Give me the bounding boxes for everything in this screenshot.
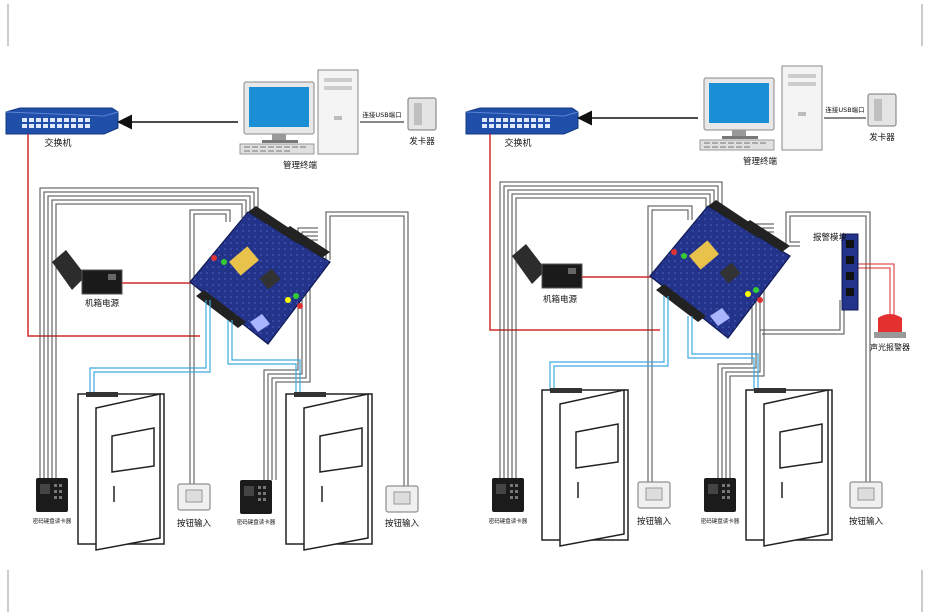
left-terminal-label: 管理终端 [283,160,318,171]
right-reader-1-label: 密码键盘读卡器 [489,517,528,525]
left-reader-2 [240,480,272,514]
right-card-issuer [867,93,897,127]
left-card-issuer [407,97,437,131]
right-button-1-label: 按钮输入 [637,516,672,527]
right-terminal-label: 管理终端 [743,156,778,167]
right-exit-button-2 [849,481,883,509]
frame-marks [7,4,923,612]
right-card-issuer-label: 发卡器 [869,132,895,143]
right-usb-label: 连接USB端口 [825,105,864,114]
left-power-supply [52,250,123,295]
right-signal-wires [499,181,871,484]
left-exit-button-1 [177,483,211,511]
left-reader-1-label: 密码键盘读卡器 [33,517,72,525]
right-siren [874,314,906,338]
left-door-1 [77,392,165,551]
left-panel: 交换机 管理终端 连接USB端口 发卡器 [5,69,437,551]
right-door-wires [549,296,759,390]
right-door-2 [745,388,833,547]
left-network-switch [5,107,119,135]
right-reader-2-label: 密码键盘读卡器 [701,517,740,525]
left-card-issuer-label: 发卡器 [409,136,435,147]
left-door-2 [285,392,373,551]
left-controller-board [189,206,331,345]
right-network-switch [465,107,579,135]
left-button-2-label: 按钮输入 [385,518,420,529]
right-power-supply [512,244,583,289]
right-siren-label: 声光报警器 [870,342,910,352]
left-reader-1 [36,478,68,512]
right-power-label: 机箱电源 [543,294,578,305]
left-switch-label: 交换机 [44,137,71,149]
left-usb-label: 连接USB端口 [362,110,401,119]
right-exit-button-1 [637,481,671,509]
right-switch-label: 交换机 [504,137,531,149]
left-exit-button-2 [385,485,419,513]
right-controller-board [649,200,791,339]
right-reader-2 [704,478,736,512]
left-network-cable [27,134,200,337]
left-reader-2-label: 密码键盘读卡器 [237,518,276,526]
right-management-terminal [699,65,823,151]
right-alarm-module [841,233,859,311]
right-door-1 [541,388,629,547]
left-power-label: 机箱电源 [85,298,120,309]
left-button-1-label: 按钮输入 [177,518,212,529]
right-reader-1 [492,478,524,512]
right-panel: 交换机 管理终端 连接USB端口 发卡器 [465,65,910,547]
right-alarm-module-label: 报警模块 [813,232,848,243]
left-management-terminal [239,69,359,155]
right-siren-wires [856,263,895,318]
right-network-cable [489,134,660,331]
left-signal-wires [39,187,409,486]
left-door-wires [89,300,301,394]
right-button-2-label: 按钮输入 [849,516,884,527]
